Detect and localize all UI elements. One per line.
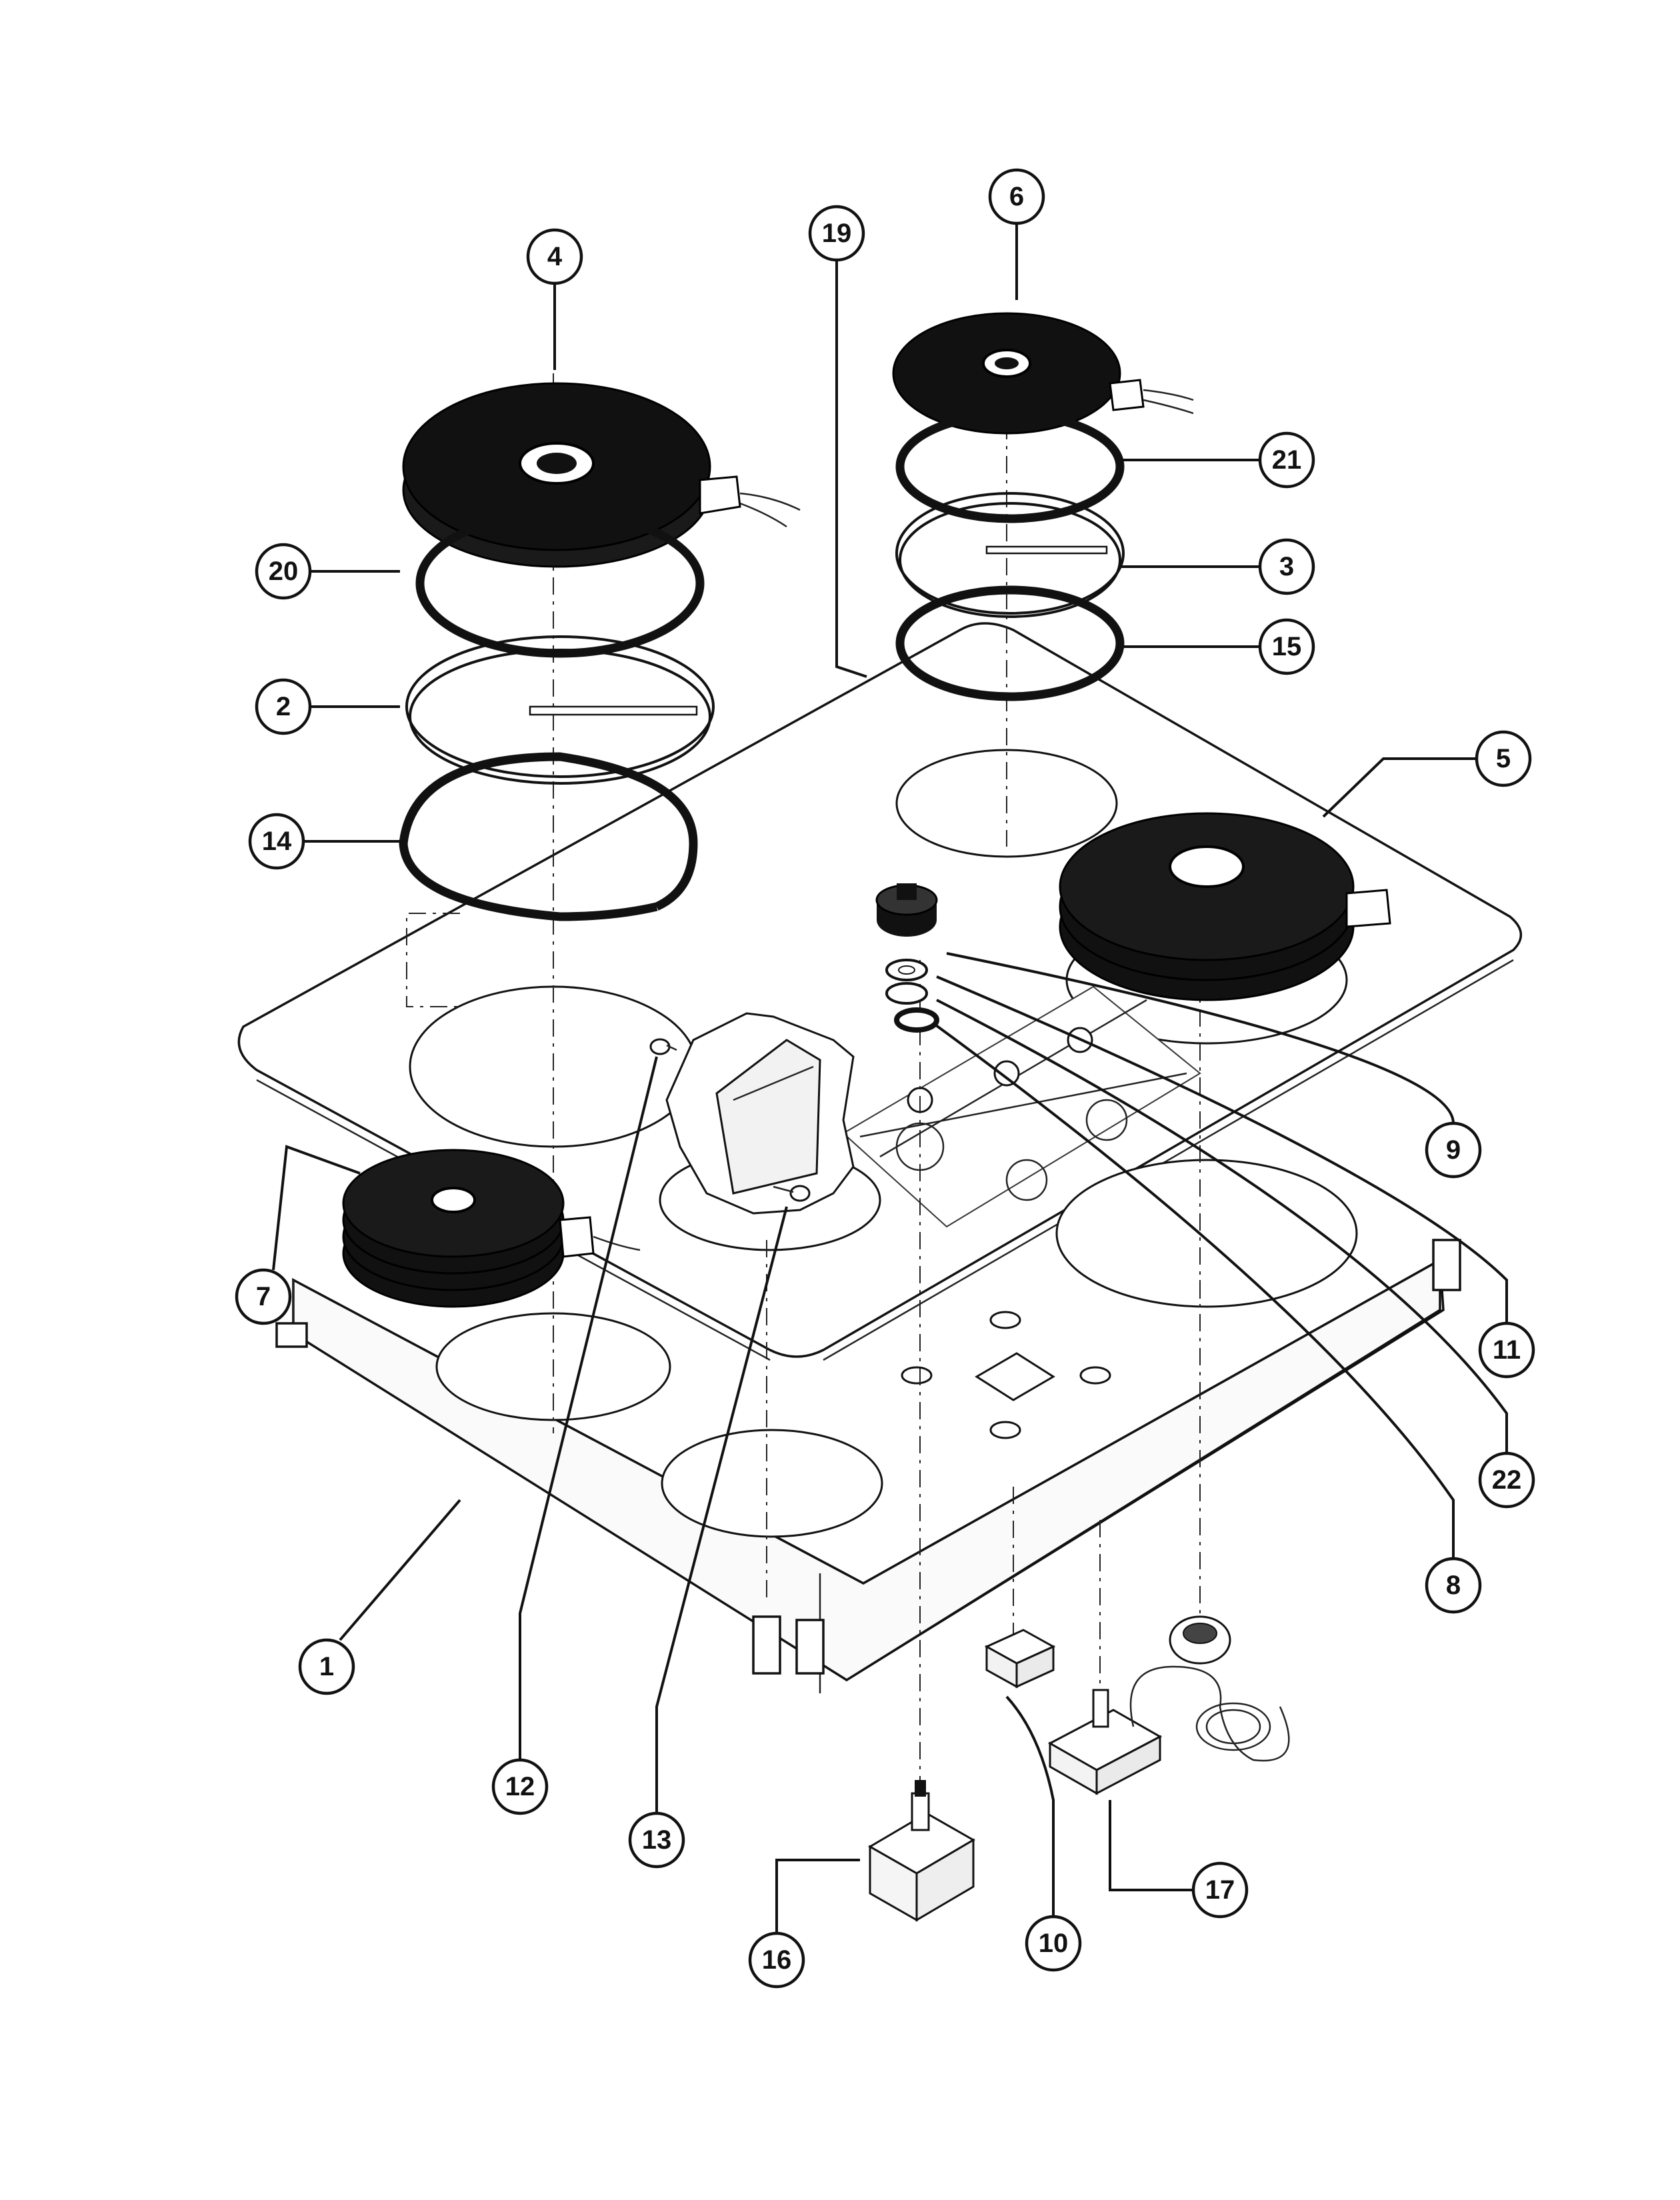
ring-15 (895, 585, 1125, 701)
callout-1: 1 (298, 1638, 355, 1695)
callout-17: 17 (1191, 1861, 1249, 1919)
glass-opening-right-lower (1055, 1159, 1358, 1308)
callout-7: 7 (235, 1268, 292, 1325)
svg-text:19: 19 (822, 219, 852, 248)
svg-text:14: 14 (262, 827, 292, 856)
svg-text:3: 3 (1279, 552, 1294, 581)
nut-22 (885, 959, 928, 981)
screw-12 (649, 1038, 677, 1055)
leader-lines (272, 223, 1508, 1933)
callout-4: 4 (526, 228, 583, 285)
screw-13 (773, 1185, 811, 1202)
callout-2: 2 (255, 678, 312, 735)
callout-6: 6 (988, 168, 1045, 225)
callout-14: 14 (248, 813, 305, 870)
element-4-large (402, 382, 801, 568)
element-5 (1059, 812, 1391, 1001)
base-opening-front (661, 1429, 883, 1538)
washer-11 (885, 982, 928, 1005)
svg-text:12: 12 (505, 1772, 535, 1801)
svg-text:17: 17 (1205, 1875, 1235, 1905)
callout-3: 3 (1258, 538, 1315, 595)
element-7 (342, 1149, 641, 1308)
callout-5: 5 (1475, 730, 1532, 787)
ring-21 (895, 410, 1125, 523)
svg-text:15: 15 (1272, 632, 1302, 661)
svg-text:5: 5 (1496, 744, 1511, 773)
svg-text:10: 10 (1039, 1929, 1069, 1958)
ring-14 (399, 752, 698, 921)
svg-text:4: 4 (547, 242, 563, 271)
callout-16: 16 (748, 1931, 805, 1989)
svg-text:11: 11 (1493, 1335, 1521, 1365)
callout-13: 13 (628, 1811, 685, 1869)
square-opening (975, 1352, 1055, 1401)
washer-8 (894, 1007, 939, 1033)
svg-text:1: 1 (319, 1652, 334, 1681)
infinite-switch-16 (868, 1780, 975, 1922)
callout-21: 21 (1258, 431, 1315, 489)
thermostat-17 (1047, 1615, 1290, 1795)
svg-text:2: 2 (276, 692, 291, 721)
callout-15: 15 (1258, 618, 1315, 675)
callout-20: 20 (255, 543, 312, 600)
svg-text:9: 9 (1446, 1135, 1461, 1165)
svg-text:22: 22 (1492, 1465, 1522, 1495)
element-6-small (892, 312, 1194, 435)
control-graphics-panel (842, 985, 1201, 1228)
callout-10: 10 (1025, 1915, 1082, 1972)
knob-9 (875, 883, 938, 937)
callout-9: 9 (1425, 1121, 1482, 1179)
callout-11: 11 (1478, 1321, 1535, 1379)
svg-text:8: 8 (1446, 1571, 1461, 1600)
switch-10 (984, 1629, 1056, 1689)
svg-text:13: 13 (642, 1825, 672, 1855)
ring-20 (415, 509, 705, 658)
base-holes (901, 1311, 1111, 1439)
svg-text:7: 7 (256, 1282, 271, 1311)
svg-text:20: 20 (269, 557, 299, 586)
svg-text:21: 21 (1272, 445, 1302, 475)
mounting-bracket (715, 1039, 821, 1195)
svg-text:16: 16 (762, 1945, 792, 1975)
svg-text:6: 6 (1009, 182, 1024, 211)
callout-12: 12 (491, 1758, 549, 1815)
ring-3 (895, 492, 1125, 618)
callout-8: 8 (1425, 1557, 1482, 1614)
callout-22: 22 (1478, 1451, 1535, 1509)
callout-19: 19 (808, 205, 865, 262)
ring-2 (405, 635, 715, 785)
